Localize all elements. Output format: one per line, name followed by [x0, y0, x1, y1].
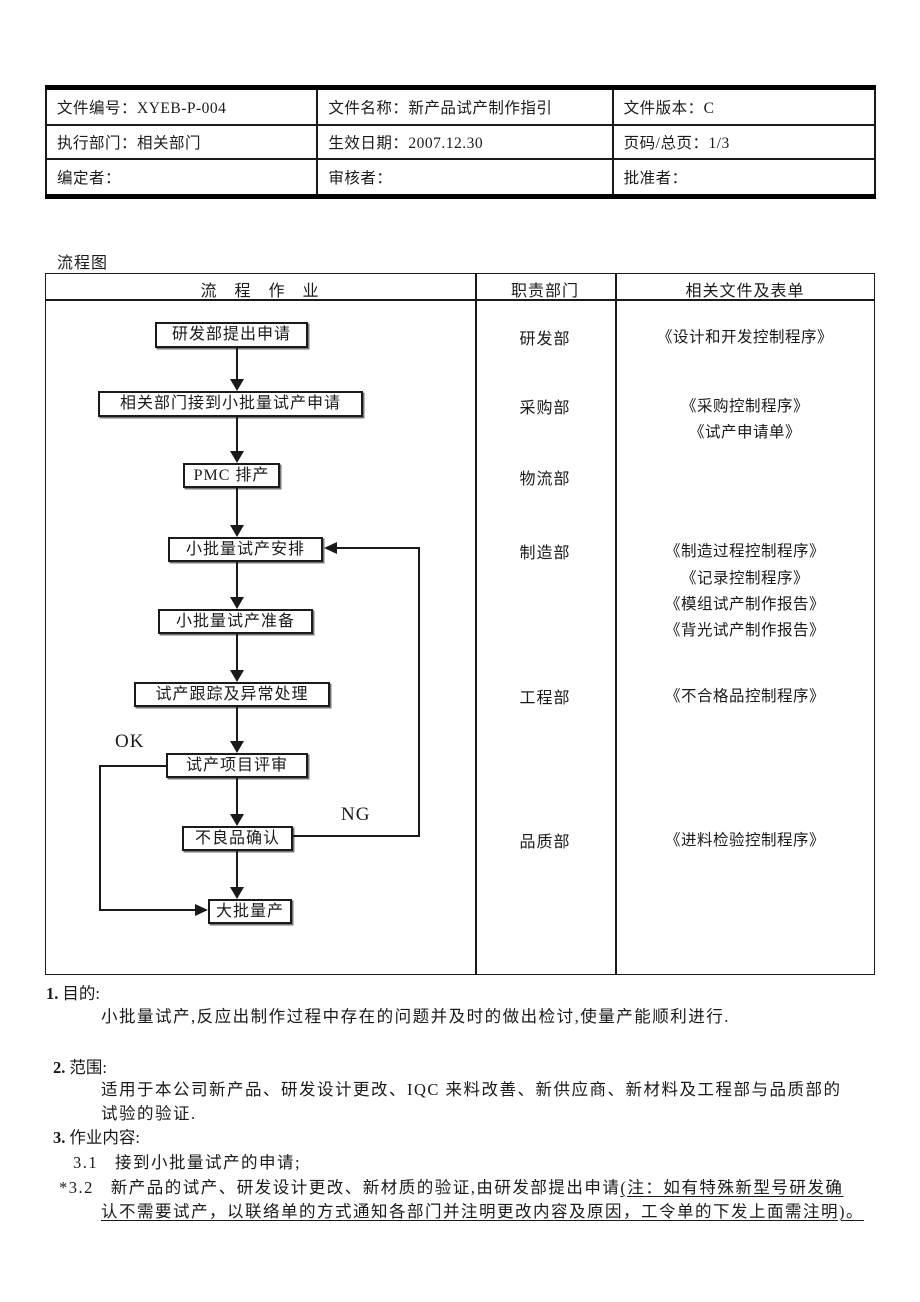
flow-connector [236, 417, 238, 451]
related-doc: 《设计和开发控制程序》 [656, 329, 833, 346]
ok-branch-line [99, 765, 166, 767]
arrow-down-icon [230, 525, 244, 537]
section-number: 3. [53, 1128, 66, 1147]
related-doc: 《制造过程控制程序》 [664, 543, 825, 560]
arrow-left-icon [324, 542, 337, 554]
item-text: 接到小批量试产的申请; [115, 1153, 302, 1172]
ok-branch-line [99, 909, 196, 911]
ng-branch-label: NG [341, 804, 371, 825]
item-3-2-line-2: 认不需要试产，以联络单的方式通知各部门并注明更改内容及原因，工令单的下发上面需注… [101, 1202, 864, 1221]
dept-quality: 品质部 [519, 834, 571, 851]
section-3-heading: 3. 作业内容: [53, 1124, 140, 1148]
related-doc: 《采购控制程序》 [680, 398, 809, 415]
ok-branch-label: OK [115, 731, 145, 752]
arrow-down-icon [230, 670, 244, 682]
related-doc: 《进料检验控制程序》 [664, 832, 825, 849]
flow-step-arrange: 小批量试产安排 [168, 537, 323, 562]
item-3-2-line-1: *3.2 新产品的试产、研发设计更改、新材质的验证,由研发部提出申请(注：如有特… [59, 1174, 843, 1198]
arrow-down-icon [230, 597, 244, 609]
ok-branch-line [99, 765, 101, 911]
dept-engineering: 工程部 [519, 690, 571, 707]
arrow-down-icon [230, 741, 244, 753]
doc-version-cell: 文件版本：C [611, 86, 877, 126]
section-number: 2. [53, 1058, 66, 1077]
section-2-body-line: 适用于本公司新产品、研发设计更改、IQC 来料改善、新供应商、新材料及工程部与品… [101, 1080, 842, 1099]
section-title: 范围: [69, 1058, 107, 1077]
doc-name-cell: 文件名称：新产品试产制作指引 [316, 86, 614, 126]
dept-logistics: 物流部 [519, 471, 571, 488]
section-number: 1. [46, 984, 59, 1003]
table-row: 执行部门：相关部门 生效日期：2007.12.30 页码/总页：1/3 [44, 123, 877, 160]
item-3-1: 3.1 接到小批量试产的申请; [73, 1149, 301, 1173]
arrow-down-icon [230, 379, 244, 391]
flow-step-receive: 相关部门接到小批量试产申请 [98, 391, 363, 417]
column-header-documents: 相关文件及表单 [685, 283, 805, 300]
ng-branch-line [418, 547, 420, 837]
item-text-underlined: (注：如有特殊新型号研发确 [620, 1178, 844, 1197]
item-number: *3.2 [59, 1178, 94, 1197]
column-header-department: 职责部门 [510, 283, 579, 300]
approver-cell: 批准者： [611, 157, 877, 198]
section-title: 目的: [62, 984, 100, 1003]
related-doc: 《背光试产制作报告》 [664, 622, 825, 639]
flow-connector [236, 707, 238, 741]
exec-dept-cell: 执行部门：相关部门 [44, 123, 319, 160]
ng-branch-line [337, 547, 420, 549]
item-text: 新产品的试产、研发设计更改、新材质的验证,由研发部提出申请 [110, 1178, 621, 1197]
page-count-cell: 页码/总页：1/3 [611, 123, 877, 160]
flow-connector [236, 778, 238, 814]
flow-step-defect-check: 不良品确认 [182, 826, 293, 851]
flow-connector [236, 562, 238, 597]
author-cell: 编定者： [44, 157, 319, 198]
section-2-body-line: 试验的验证. [101, 1104, 197, 1123]
flowchart-table-frame [45, 273, 875, 975]
section-1-body: 小批量试产,反应出制作过程中存在的问题并及时的做出检讨,使量产能顺利进行. [101, 1007, 730, 1026]
table-row: 编定者： 审核者： 批准者： [44, 157, 877, 198]
dept-purchasing: 采购部 [519, 400, 571, 417]
related-doc: 《试产申请单》 [688, 424, 801, 441]
effective-date-cell: 生效日期：2007.12.30 [316, 123, 614, 160]
section-title: 作业内容: [69, 1128, 140, 1147]
column-divider [475, 273, 477, 975]
dept-manufacturing: 制造部 [519, 545, 571, 562]
flow-connector [236, 348, 238, 379]
section-1-heading: 1. 目的: [46, 980, 100, 1004]
flow-step-apply: 研发部提出申请 [155, 322, 308, 348]
flow-step-tracking: 试产跟踪及异常处理 [134, 682, 330, 707]
item-number: 3.1 [73, 1153, 99, 1172]
arrow-down-icon [230, 887, 244, 899]
related-doc: 《记录控制程序》 [680, 570, 809, 587]
ng-branch-line [293, 835, 420, 837]
flow-connector [236, 488, 238, 525]
arrow-down-icon [230, 814, 244, 826]
flow-step-pmc: PMC 排产 [183, 463, 280, 488]
flow-step-review: 试产项目评审 [166, 753, 308, 778]
table-row: 文件编号：XYEB-P-004 文件名称：新产品试产制作指引 文件版本：C [44, 86, 877, 126]
header-row-divider [45, 299, 875, 301]
section-2-heading: 2. 范围: [53, 1054, 107, 1078]
related-doc: 《模组试产制作报告》 [664, 596, 825, 613]
flow-step-mass-prod: 大批量产 [208, 899, 292, 924]
flow-step-prepare: 小批量试产准备 [158, 609, 313, 634]
dept-rnd: 研发部 [519, 331, 571, 348]
arrow-down-icon [230, 451, 244, 463]
doc-number-cell: 文件编号：XYEB-P-004 [44, 86, 319, 126]
flow-connector [236, 851, 238, 887]
column-divider [615, 273, 617, 975]
arrow-right-icon [195, 904, 208, 916]
flowchart-section-label: 流程图 [57, 255, 109, 272]
related-doc: 《不合格品控制程序》 [664, 688, 825, 705]
column-header-process: 流 程 作 业 [200, 283, 320, 300]
reviewer-cell: 审核者： [316, 157, 614, 198]
document-header-table: 文件编号：XYEB-P-004 文件名称：新产品试产制作指引 文件版本：C 执行… [44, 85, 877, 199]
flow-connector [236, 634, 238, 670]
